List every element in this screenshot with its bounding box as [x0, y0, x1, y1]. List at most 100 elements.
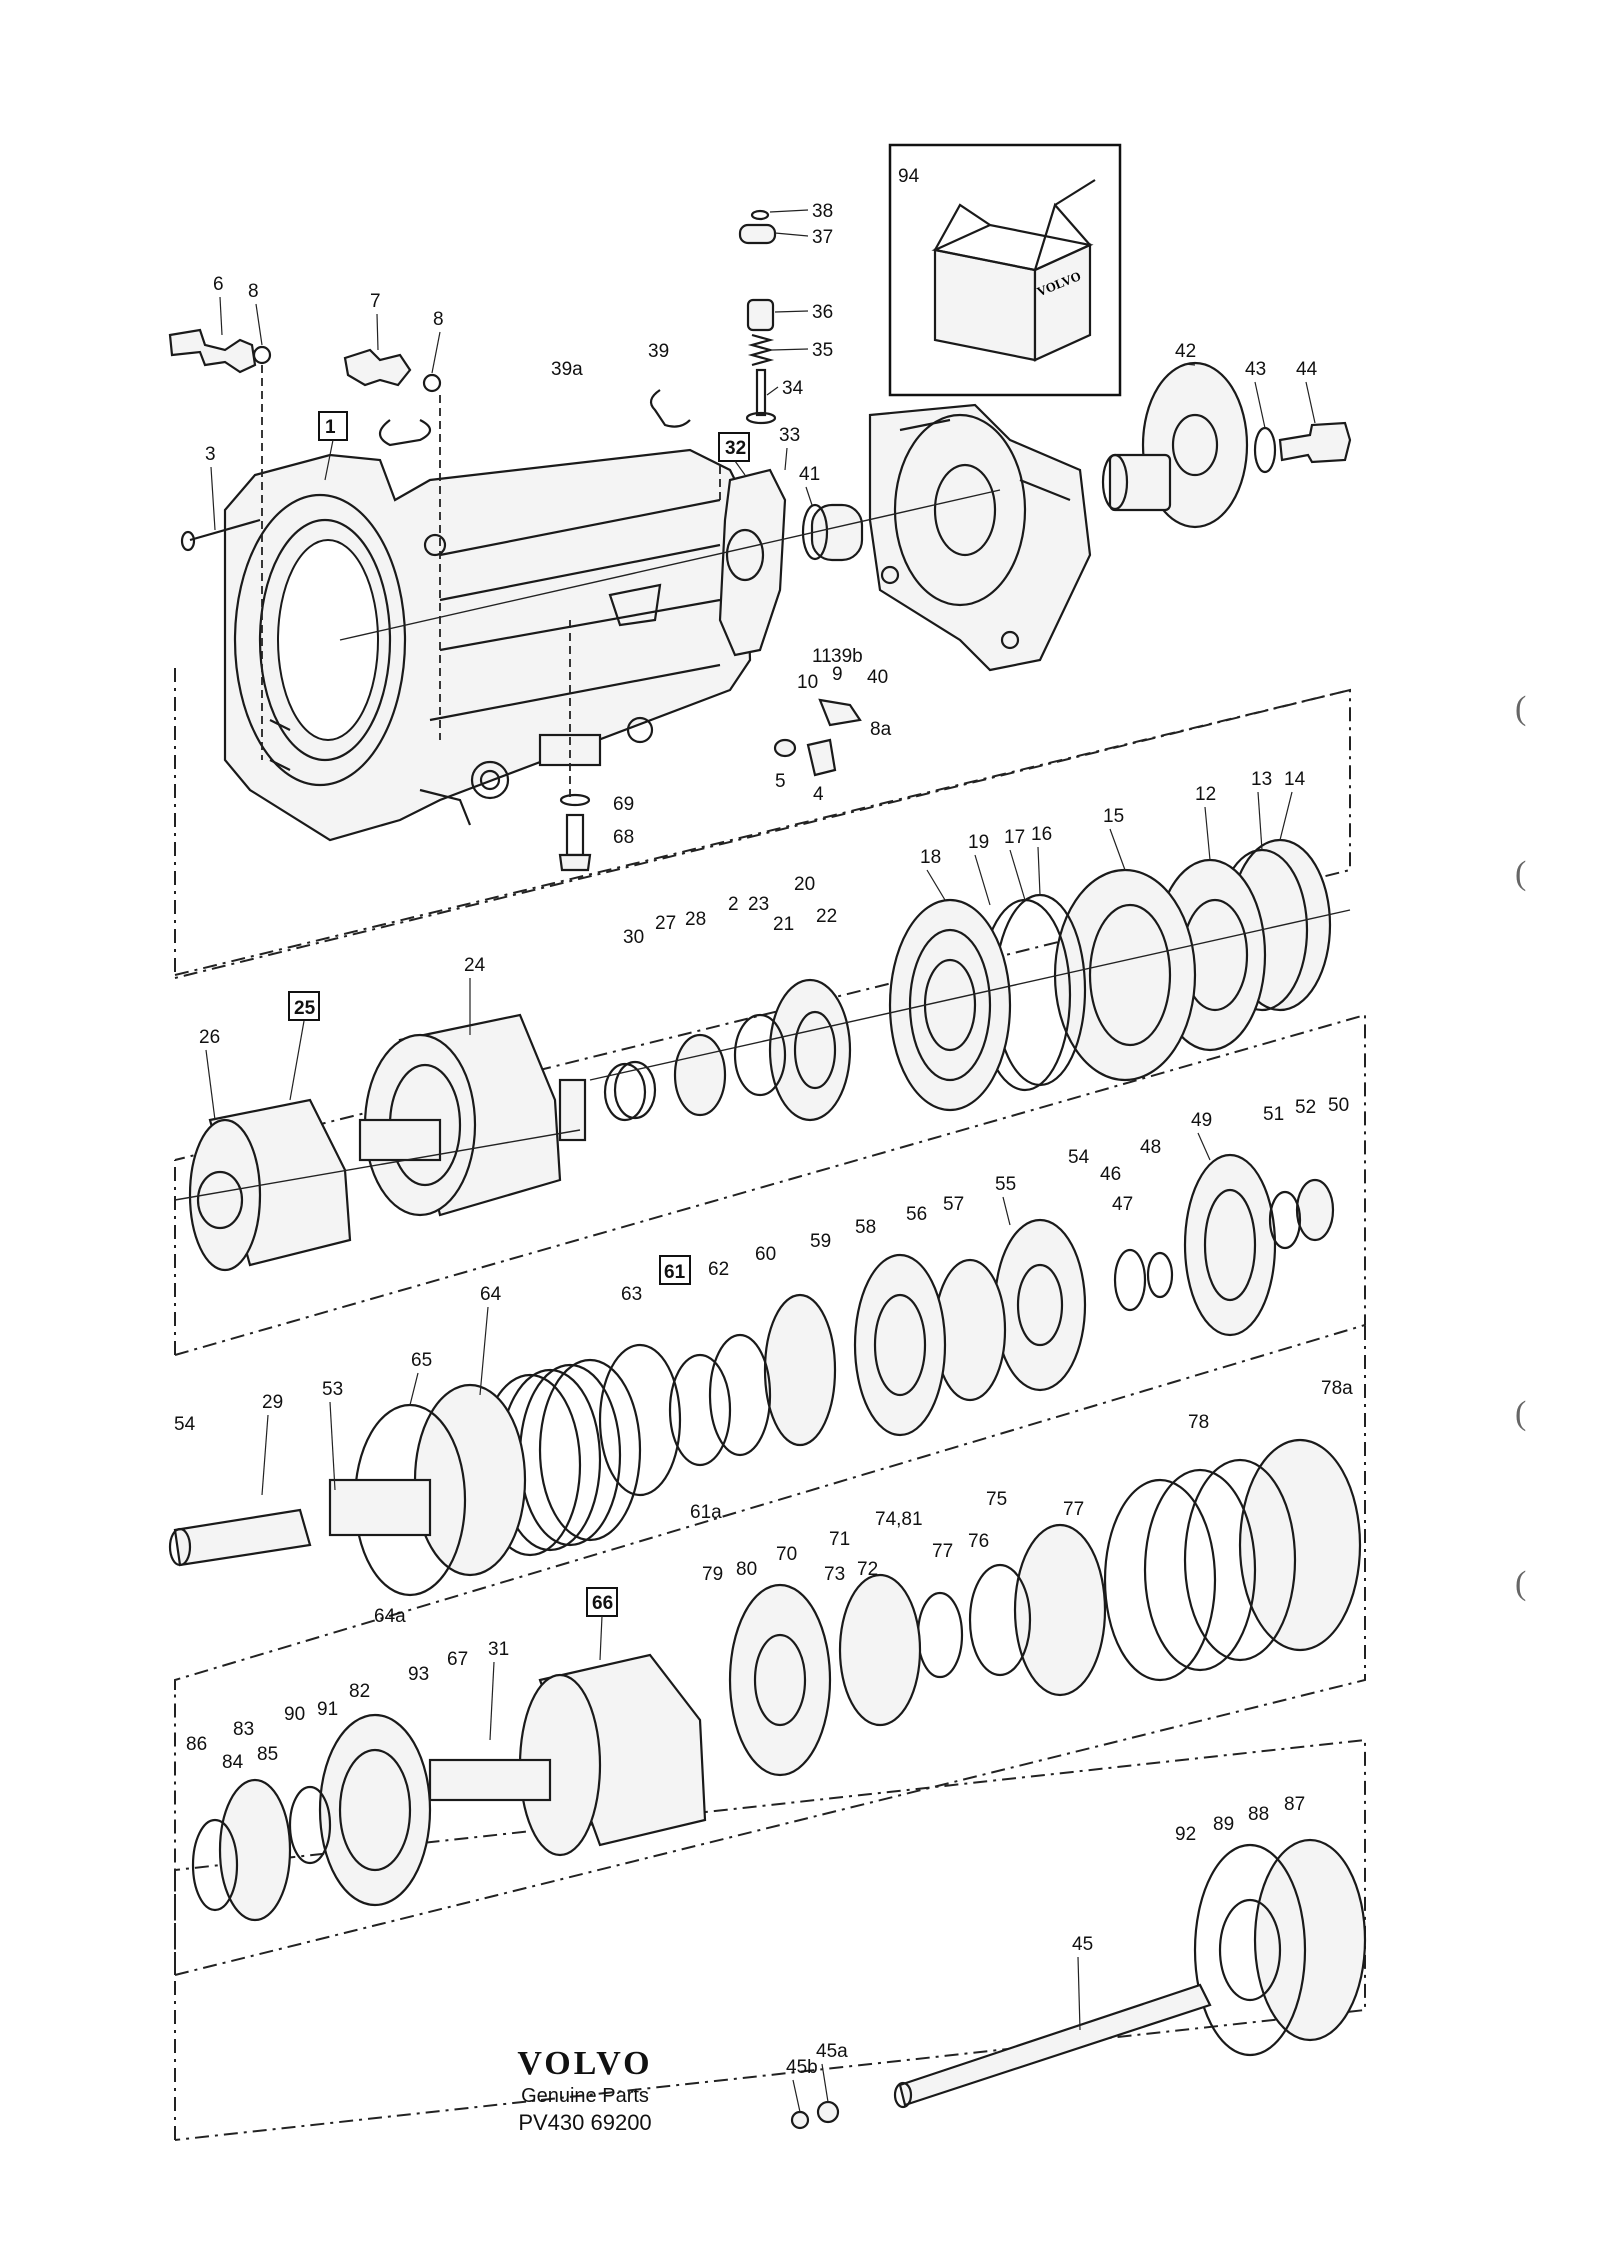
leader-line-13 — [1257, 791, 1263, 851]
callout-92: 92 — [1175, 1824, 1196, 1845]
callout-51: 51 — [1263, 1104, 1284, 1125]
leader-lines — [205, 209, 1316, 2113]
footer-subtitle: Genuine Parts — [521, 2085, 649, 2107]
callout-30: 30 — [623, 927, 644, 948]
leader-line-18 — [926, 869, 946, 901]
leader-line-41 — [805, 486, 813, 506]
leader-line-3 — [210, 466, 216, 531]
callout-73: 73 — [824, 1564, 845, 1585]
leader-line-26 — [205, 1049, 216, 1121]
callout-4: 4 — [813, 784, 824, 805]
callout-93: 93 — [408, 1664, 429, 1685]
leader-line-36 — [774, 310, 809, 313]
callout-11: 11 — [812, 646, 832, 667]
callout-14: 14 — [1284, 769, 1306, 790]
callout-2: 2 — [728, 894, 739, 915]
callout-50: 50 — [1328, 1095, 1349, 1116]
callout-78: 78 — [1188, 1412, 1209, 1433]
callout-72: 72 — [857, 1559, 878, 1580]
callout-8a: 8a — [870, 719, 892, 740]
planetary-gearset — [598, 1153, 1335, 1497]
leader-line-45b — [792, 2079, 801, 2113]
leader-line-14 — [1279, 791, 1293, 841]
callout-53: 53 — [322, 1379, 343, 1400]
callout-90: 90 — [284, 1704, 305, 1725]
margin-mark: ( — [1515, 690, 1527, 727]
callout-6: 6 — [213, 274, 224, 295]
callout-8-left: 8 — [248, 281, 259, 302]
callout-82: 82 — [349, 1681, 370, 1702]
leader-line-53 — [329, 1401, 336, 1491]
callout-18: 18 — [920, 847, 941, 868]
callout-64a: 64a — [374, 1606, 406, 1627]
leader-line-49 — [1197, 1132, 1211, 1161]
callout-15: 15 — [1103, 806, 1124, 827]
leader-line-25 — [289, 1020, 305, 1101]
callout-45b: 45b — [786, 2057, 818, 2078]
callout-61: 61 — [664, 1262, 686, 1283]
callout-44: 44 — [1296, 359, 1318, 380]
callout-26: 26 — [199, 1027, 220, 1048]
callout-76: 76 — [968, 1531, 989, 1552]
leader-line-16 — [1037, 846, 1041, 896]
callout-54-left: 54 — [174, 1414, 196, 1435]
callout-54-top: 54 — [1068, 1147, 1090, 1168]
callout-41: 41 — [799, 464, 820, 485]
callout-20: 20 — [794, 874, 815, 895]
callout-32: 32 — [725, 438, 746, 459]
callout-39a: 39a — [551, 359, 583, 380]
footer-brand: VOLVO — [517, 2045, 653, 2082]
callout-89: 89 — [1213, 1814, 1234, 1835]
callout-49: 49 — [1191, 1110, 1212, 1131]
leader-line-7 — [376, 313, 379, 351]
callout-77-top: 77 — [1063, 1499, 1084, 1520]
callout-64: 64 — [480, 1284, 502, 1305]
callout-70: 70 — [776, 1544, 797, 1565]
boxed-label-frames — [288, 411, 750, 1617]
callout-19: 19 — [968, 832, 989, 853]
leader-line-34 — [766, 386, 779, 396]
clutch-pack-64 — [168, 1358, 642, 1597]
callout-17: 17 — [1004, 827, 1025, 848]
callout-35: 35 — [812, 340, 833, 361]
callout-24: 24 — [464, 955, 486, 976]
leader-line-8-left — [255, 303, 263, 346]
output-flange — [1101, 361, 1352, 529]
leader-line-33 — [784, 447, 788, 471]
callout-1: 1 — [325, 417, 336, 438]
callout-21: 21 — [773, 914, 794, 935]
leader-line-1 — [324, 439, 334, 481]
leader-line-32 — [734, 460, 746, 476]
callout-91: 91 — [317, 1699, 338, 1720]
callout-40: 40 — [867, 667, 888, 688]
callout-69: 69 — [613, 794, 634, 815]
callout-25: 25 — [294, 998, 316, 1019]
rear-clutch-pack — [728, 1438, 1362, 1777]
callout-59: 59 — [810, 1231, 831, 1252]
leader-line-19 — [974, 854, 991, 906]
callout-43: 43 — [1245, 359, 1266, 380]
callout-63: 63 — [621, 1284, 642, 1305]
callout-39b: 39b — [831, 646, 863, 667]
callout-22: 22 — [816, 906, 837, 927]
leader-line-64 — [479, 1306, 489, 1396]
leader-line-55 — [1002, 1196, 1011, 1226]
callout-33: 33 — [779, 425, 800, 446]
callout-55: 55 — [995, 1174, 1016, 1195]
governor-assembly — [718, 468, 864, 657]
callout-56: 56 — [906, 1204, 927, 1225]
callout-34: 34 — [782, 378, 804, 399]
callout-39: 39 — [648, 341, 669, 362]
callout-62: 62 — [708, 1259, 729, 1280]
callout-83: 83 — [233, 1719, 254, 1740]
callout-31: 31 — [488, 1639, 509, 1660]
leader-line-17 — [1009, 849, 1026, 901]
callout-75: 75 — [986, 1489, 1007, 1510]
plunger-stack — [738, 209, 777, 425]
callout-48: 48 — [1140, 1137, 1161, 1158]
callout-77-mid: 77 — [932, 1541, 953, 1562]
alignment-lines — [174, 365, 1351, 1201]
callout-79: 79 — [702, 1564, 723, 1585]
callout-27: 27 — [655, 913, 676, 934]
